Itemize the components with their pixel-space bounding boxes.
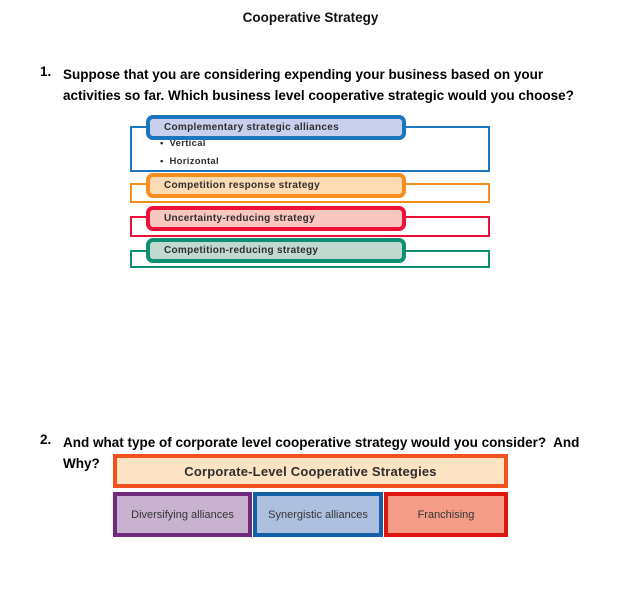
bullet-horizontal: Horizontal (160, 156, 219, 167)
question-2: 2. And what type of corporate level coop… (40, 432, 595, 474)
complementary-alliances-box: Complementary strategic alliances (146, 115, 406, 140)
corporate-level-title-box: Corporate-Level Cooperative Strategies (113, 454, 508, 488)
question-1-text: Suppose that you are considering expendi… (63, 67, 574, 103)
competition-reducing-box: Competition-reducing strategy (146, 238, 406, 263)
complementary-alliances-bullets: Vertical Horizontal (160, 138, 219, 174)
question-2-text: And what type of corporate level coopera… (63, 435, 584, 471)
page-title: Cooperative Strategy (242, 10, 379, 25)
question-1-number: 1. (40, 64, 52, 79)
franchising-box: Franchising (384, 492, 508, 537)
uncertainty-reducing-box: Uncertainty-reducing strategy (146, 206, 406, 231)
diversifying-alliances-box: Diversifying alliances (113, 492, 252, 537)
synergistic-alliances-box: Synergistic alliances (253, 492, 383, 537)
bullet-vertical: Vertical (160, 138, 219, 149)
question-1: 1. Suppose that you are considering expe… (40, 64, 595, 106)
competition-response-box: Competition response strategy (146, 173, 406, 198)
question-2-number: 2. (40, 432, 52, 447)
